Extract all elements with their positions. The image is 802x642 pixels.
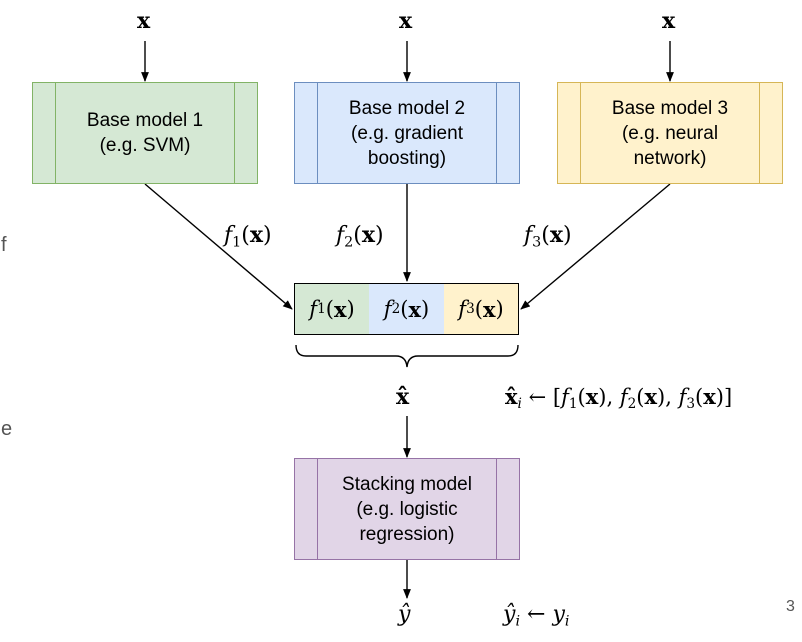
base-model-2-box: Base model 2 (e.g. gradient boosting) [294,82,520,184]
stacking-model-title: Stacking model [342,473,472,495]
base-model-3-example-line2: network) [633,147,707,169]
base-model-2-example-line1: (e.g. gradient [351,122,463,144]
stacking-model-example-line2: regression) [359,523,455,545]
target-assignment: ŷi ← yi [503,602,570,630]
base-model-3-title: Base model 3 [611,97,729,119]
prediction-yhat: ŷ [398,602,411,627]
base-model-2-example-line2: boosting) [367,147,447,169]
base-model-2-title: Base model 2 [348,97,466,119]
edge-label-f2: f2(x) [336,222,384,251]
edge-label-f1: f1(x) [224,222,272,251]
input-x-2: x [399,8,413,34]
input-x-3: x [662,8,676,34]
clipped-text-e: e [1,418,13,440]
base-model-1-example: (e.g. SVM) [99,135,191,156]
arrow-base1-to-vector [144,183,293,310]
edge-label-f3: f3(x) [524,222,572,251]
meta-feature-xhat: x̂ [396,384,410,410]
base-model-1-box: Base model 1 (e.g. SVM) [32,82,258,184]
clipped-text-f: f [1,234,7,256]
meta-feature-definition: x̂i ← [f1(x), f2(x), f3(x)] [505,384,733,413]
base-model-3-box: Base model 3 (e.g. neural network) [557,82,783,184]
base-model-1-title: Base model 1 [86,110,204,131]
base-model-3-example-line1: (e.g. neural [621,122,719,144]
input-x-1: x [137,8,151,34]
curly-brace [295,344,519,368]
page-number: 3 [786,598,795,615]
stacking-model-example-line1: (e.g. logistic [356,498,458,520]
arrow-base3-to-vector [520,183,671,310]
stacking-model-box: Stacking model (e.g. logistic regression… [294,458,520,560]
